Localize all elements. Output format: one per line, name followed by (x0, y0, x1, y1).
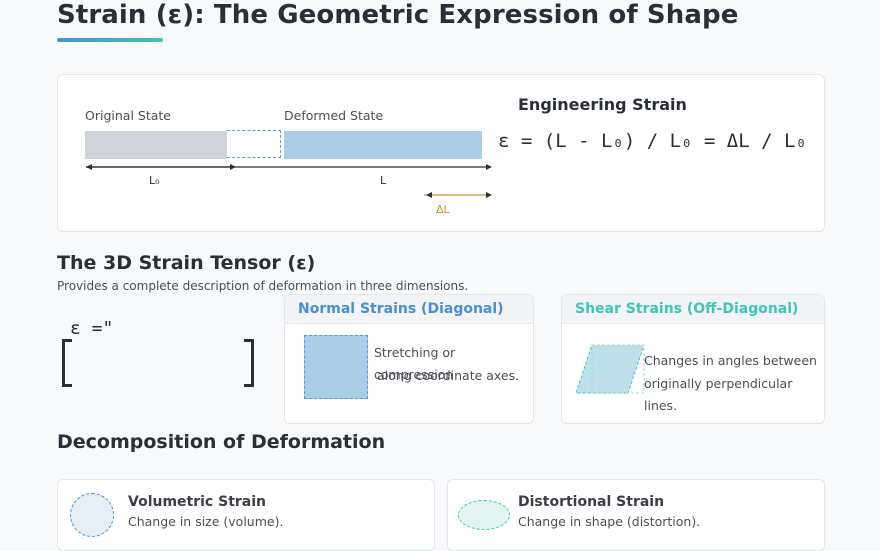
engineering-strain-title: Engineering Strain (518, 95, 687, 114)
volumetric-circle-icon (70, 493, 114, 537)
tensor-description: Provides a complete description of defor… (57, 279, 469, 293)
matrix-label: ε =" (70, 318, 114, 339)
engineering-strain-formula: ε = (L - L₀) / L₀ = ΔL / L₀ (498, 130, 807, 152)
normal-strains-line2: along coordinate axes. (377, 368, 520, 383)
distortional-strain-text: Change in shape (distortion). (518, 514, 701, 529)
shear-strains-card: Shear Strains (Off-Diagonal) Changes in … (561, 294, 825, 424)
l-label: L (380, 174, 387, 187)
tensor-heading: The 3D Strain Tensor (ε) (57, 252, 316, 274)
shear-strains-line1: Changes in angles between (644, 353, 817, 368)
page-title: Strain (ε): The Geometric Expression of … (57, 0, 739, 30)
shear-strains-title: Shear Strains (Off-Diagonal) (575, 301, 799, 317)
l0-label: L₀ (149, 174, 160, 187)
shear-strains-line2: originally perpendicular lines. (644, 376, 793, 413)
volumetric-strain-title: Volumetric Strain (128, 494, 266, 510)
shear-parallelogram-icon (575, 344, 645, 394)
matrix-right-bracket (244, 339, 254, 387)
normal-strains-line1: Stretching or compression (374, 345, 456, 382)
volumetric-strain-card: Volumetric Strain Change in size (volume… (57, 479, 435, 551)
distortional-ellipse-icon (458, 500, 510, 530)
matrix-left-bracket (62, 339, 72, 387)
distortional-strain-card: Distortional Strain Change in shape (dis… (447, 479, 825, 551)
original-bar (85, 131, 227, 159)
volumetric-strain-text: Change in size (volume). (128, 514, 284, 529)
dimension-arrows (86, 164, 492, 198)
delta-l-label: ΔL (436, 203, 450, 216)
normal-strain-square-icon (304, 335, 368, 399)
extension-outline (227, 130, 281, 158)
deformed-state-label: Deformed State (284, 108, 384, 123)
normal-strains-title: Normal Strains (Diagonal) (298, 301, 504, 317)
decomposition-heading: Decomposition of Deformation (57, 431, 386, 453)
deformed-bar (284, 131, 482, 159)
title-underline (57, 38, 163, 42)
shear-strains-header: Shear Strains (Off-Diagonal) (562, 295, 824, 324)
distortional-strain-title: Distortional Strain (518, 494, 665, 510)
normal-strains-card: Normal Strains (Diagonal) Stretching or … (284, 294, 534, 424)
normal-strains-header: Normal Strains (Diagonal) (285, 295, 533, 324)
original-state-label: Original State (85, 108, 171, 123)
